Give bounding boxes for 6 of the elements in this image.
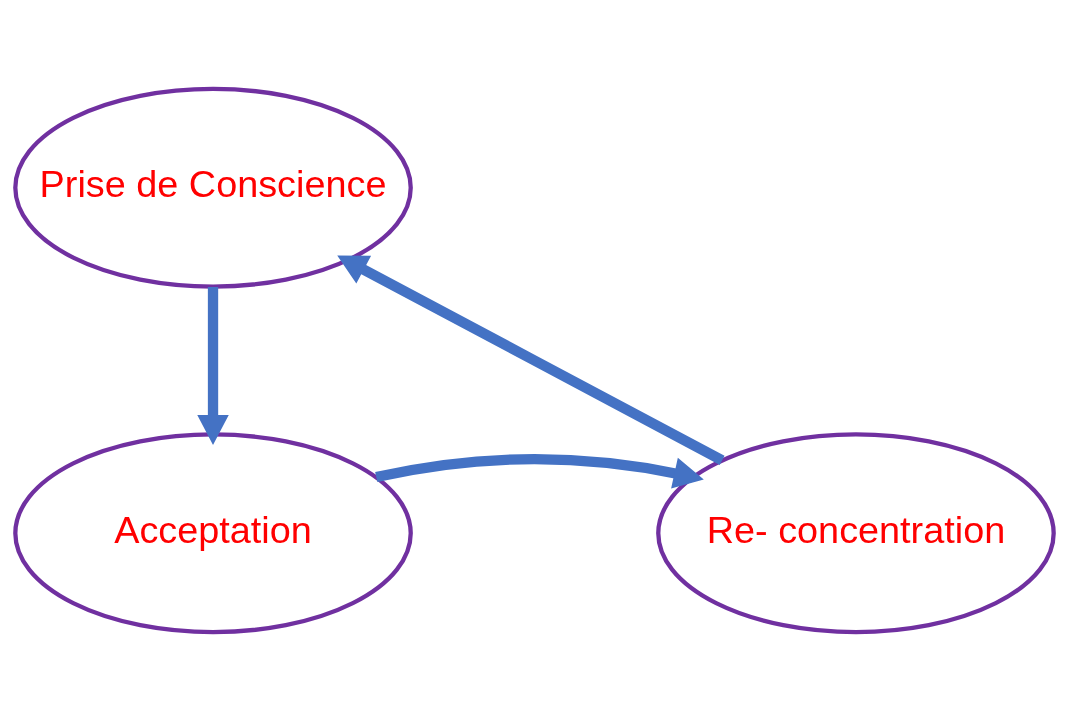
- arrow: [337, 255, 725, 465]
- node-ellipse: Re- concentration: [656, 432, 1056, 635]
- arrow: [375, 454, 704, 489]
- node-ellipse: Prise de Conscience: [13, 86, 413, 289]
- arrow: [197, 287, 229, 445]
- node-ellipse: Acceptation: [13, 432, 413, 635]
